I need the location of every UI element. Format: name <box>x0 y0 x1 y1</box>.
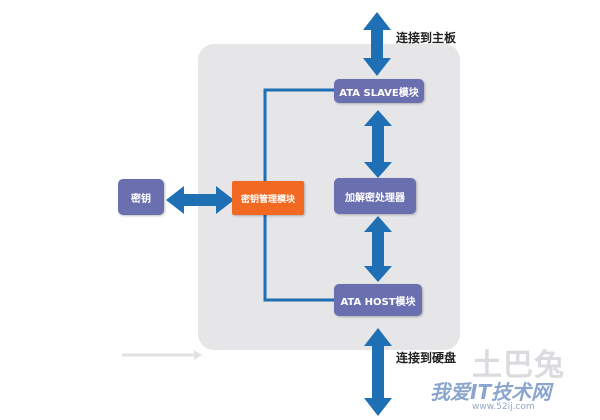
key-node: 密钥 <box>118 179 164 215</box>
crypto-host-double-arrow <box>364 216 392 282</box>
crypto-processor: 加解密处理器 <box>334 178 416 214</box>
slave-crypto-double-arrow <box>364 110 392 178</box>
label-to-motherboard: 连接到主板 <box>396 31 457 45</box>
label-to-harddisk: 连接到硬盘 <box>396 351 457 365</box>
site-watermark-chinese: 我爱IT技术网 <box>430 380 552 404</box>
key-manager-module: 密钥管理模块 <box>232 181 304 215</box>
logo-watermark: 土巴兔 <box>472 348 565 383</box>
faded-arrow-watermark <box>122 350 202 360</box>
harddisk-double-arrow <box>364 328 392 416</box>
connector-line-slave <box>263 88 334 190</box>
ata-host-module: ATA HOST模块 <box>334 284 422 316</box>
key-manager-double-arrow <box>166 186 234 214</box>
motherboard-double-arrow <box>363 12 391 76</box>
connector-line-host <box>263 210 334 302</box>
site-watermark-url: www.52ij.com <box>472 402 535 412</box>
ata-slave-module: ATA SLAVE模块 <box>334 79 424 103</box>
